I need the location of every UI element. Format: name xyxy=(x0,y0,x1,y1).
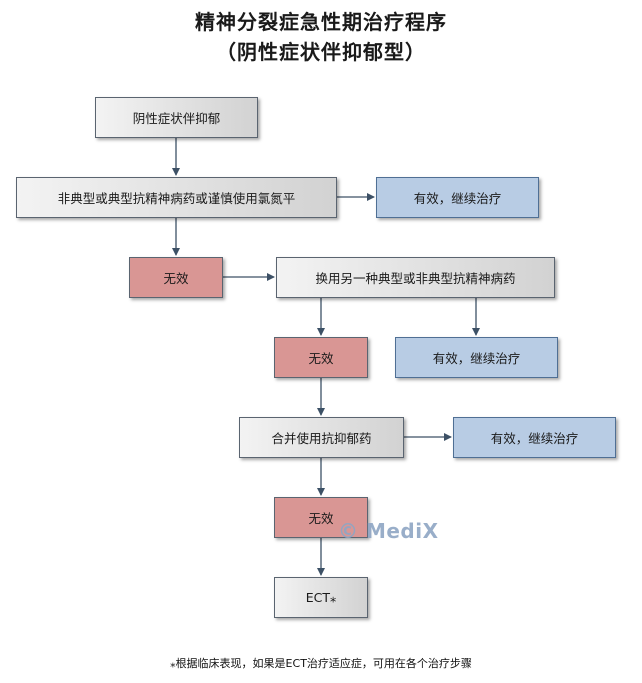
node-start: 阴性症状伴抑郁 xyxy=(95,97,258,138)
node-fail2: 无效 xyxy=(274,337,368,378)
node-fail1: 无效 xyxy=(129,257,223,298)
node-effective3: 有效，继续治疗 xyxy=(453,417,616,458)
watermark: © MediX xyxy=(338,519,439,543)
node-step3: 合并使用抗抑郁药 xyxy=(239,417,404,458)
node-effective2: 有效，继续治疗 xyxy=(395,337,558,378)
chart-title: 精神分裂症急性期治疗程序 xyxy=(195,10,447,34)
footnote: ⁎根据临床表现，如果是ECT治疗适应症，可用在各个治疗步骤 xyxy=(170,657,472,670)
node-step2: 换用另一种典型或非典型抗精神病药 xyxy=(276,257,555,298)
node-fail3: 无效 xyxy=(274,497,368,538)
chart-subtitle: （阴性症状伴抑郁型） xyxy=(216,40,426,64)
node-step1: 非典型或典型抗精神病药或谨慎使用氯氮平 xyxy=(16,177,337,218)
node-ect: ECT⁎ xyxy=(274,577,368,618)
node-effective1: 有效，继续治疗 xyxy=(376,177,539,218)
